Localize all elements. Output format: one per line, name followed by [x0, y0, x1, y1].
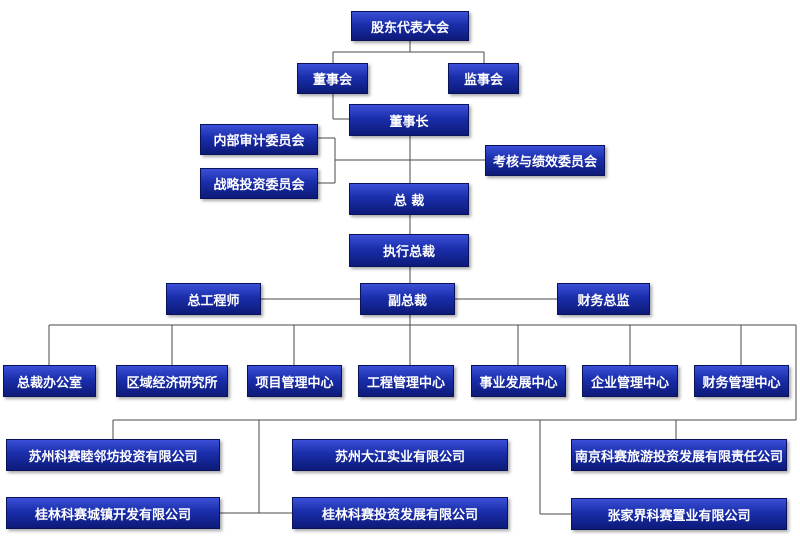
node-regional-economy-institute[interactable]: 区域经济研究所 — [116, 365, 228, 397]
node-vice-president[interactable]: 副总裁 — [360, 283, 455, 315]
node-chief-engineer[interactable]: 总工程师 — [166, 283, 261, 315]
node-guilin-kesai-invest[interactable]: 桂林科赛投资发展有限公司 — [292, 497, 508, 529]
node-shareholders[interactable]: 股东代表大会 — [351, 11, 469, 41]
node-chairman[interactable]: 董事长 — [349, 104, 469, 136]
node-enterprise-mgmt-center[interactable]: 企业管理中心 — [582, 365, 678, 397]
node-supervisory[interactable]: 监事会 — [448, 63, 519, 94]
node-finance-director[interactable]: 财务总监 — [557, 283, 650, 315]
node-nanjing-kesai-tourism[interactable]: 南京科赛旅游投资发展有限责任公司 — [571, 439, 787, 471]
node-executive-president[interactable]: 执行总裁 — [349, 234, 469, 267]
node-finance-mgmt-center[interactable]: 财务管理中心 — [694, 365, 789, 397]
node-guilin-kesai-town[interactable]: 桂林科赛城镇开发有限公司 — [6, 497, 220, 529]
node-project-mgmt-center[interactable]: 项目管理中心 — [247, 365, 342, 397]
node-zhangjiajie-kesai[interactable]: 张家界科赛置业有限公司 — [571, 498, 787, 530]
node-audit-committee[interactable]: 内部审计委员会 — [200, 124, 318, 155]
node-strategy-committee[interactable]: 战略投资委员会 — [200, 168, 318, 199]
node-business-dev-center[interactable]: 事业发展中心 — [471, 365, 566, 397]
node-president-office[interactable]: 总裁办公室 — [3, 365, 96, 397]
node-suzhou-dajiang[interactable]: 苏州大江实业有限公司 — [292, 439, 508, 471]
node-president[interactable]: 总 裁 — [349, 183, 469, 215]
node-suzhou-kesai-mulin[interactable]: 苏州科赛睦邻坊投资有限公司 — [6, 439, 220, 471]
node-performance-committee[interactable]: 考核与绩效委员会 — [485, 145, 605, 176]
node-board[interactable]: 董事会 — [297, 63, 368, 94]
node-engineering-mgmt-center[interactable]: 工程管理中心 — [358, 365, 454, 397]
